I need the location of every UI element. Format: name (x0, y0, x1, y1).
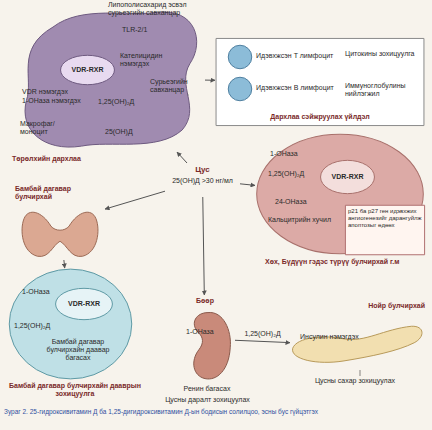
immune-box-shape (216, 38, 424, 125)
parathyroid-cell-shape (9, 269, 132, 379)
cell-nucleus-shape (61, 55, 115, 84)
node-text: VDR-RXR (320, 173, 375, 181)
node-text: Идэвхжсэн T лимфоцит (256, 52, 336, 60)
diagram-label: Сурьеэгийн савханцар (150, 78, 200, 94)
kidney-organ-shape (194, 312, 231, 378)
effect-box: p21 ба p27 ген идэвхжих ангиогенезийг да… (345, 205, 425, 255)
lymphocyte-cell: Идэвхжсэн T лимфоцит (228, 45, 252, 69)
cell-nucleus-shape (56, 288, 113, 319)
diagram-label: 1,25(OH)₂Д (98, 98, 143, 106)
node-text: Нойр булчирхай (320, 302, 425, 310)
node-text: Макрофаг/ моноцит (20, 120, 80, 136)
node-text: Хөх, Бүдүүн гэдэс түрүү булчирхай г.м (265, 258, 425, 266)
diagram-label: Ренин багасах (176, 385, 238, 393)
connector-arrow (63, 260, 65, 268)
lymphocyte-cell-outline (228, 77, 252, 101)
diagram-label: TLR-2/1 (122, 26, 162, 34)
parathyroid-gland-shape (22, 212, 98, 256)
node-text: Бөөр (175, 297, 235, 305)
diagram-label: 24-ОНаза (275, 198, 315, 206)
diagram-label: Кателицидин нэмэгдэх (120, 52, 175, 68)
lymphocyte-cell-shape (228, 77, 252, 101)
edge-label: 1,25(OH)₂Д (233, 330, 293, 338)
connector-arrow (240, 184, 255, 186)
blood-node: Цус 25(OH)Д >30 нг/мл (165, 163, 240, 197)
node-text: VDR-RXR (55, 300, 113, 308)
node-text: p21 ба p27 ген идэвхжих ангиогенезийг да… (348, 208, 422, 229)
diagram-label: 1-ОНаза (270, 150, 310, 158)
diagram-label: 1-ОНаза (22, 288, 57, 296)
diagram-label: 1-ОНаза нэмэгдэх (22, 97, 82, 105)
diagram-label: 1,25(OH)₂Д (14, 322, 59, 330)
kidney-organ-outline (175, 295, 235, 383)
diagram-label: Төрөлхийн дархлаа (12, 155, 102, 163)
connector-arrow (105, 191, 165, 209)
parathyroid-gland: Бамбай дагавар булчирхай (15, 185, 105, 260)
connector-arrow (203, 197, 205, 295)
diagram-label: Липополисахарид эсвэл сурьеэгийн савханц… (108, 1, 208, 17)
pancreas-organ: Нойр булчирхай (290, 318, 425, 373)
effect-box-shape (345, 205, 424, 255)
lymphocyte-cell-shape (228, 45, 252, 69)
pancreas-organ-outline (290, 318, 425, 373)
diagram-label: Цусны сахар зохицуулах (300, 377, 410, 385)
connector-arrow (177, 152, 187, 163)
figure-caption: Зураг 2. 25-гидроксивитамин Д ба 1,25-ди… (4, 408, 428, 415)
diagram-label: Инсулин нэмэгдэх (300, 333, 370, 341)
diagram-label: 25(OH)Д (105, 128, 150, 136)
diagram-label: 1-ОНаза (186, 328, 226, 336)
kidney-organ: Бөөр (175, 295, 235, 383)
node-text: Бамбай дагавар булчирхай (15, 185, 105, 201)
node-text: Идэвхжсэн B лимфоцит (256, 84, 336, 92)
diagram-label: Кальцитрийн хучил (268, 216, 338, 224)
diagram-label: Цусны даралт зохицуулах (160, 396, 255, 404)
connector-arrow (205, 80, 215, 81)
cell-nucleus-shape (321, 160, 375, 193)
node-text: Цус (165, 165, 240, 174)
pancreas-organ-shape (293, 326, 422, 362)
cell-nucleus: VDR-RXR (60, 55, 115, 85)
node-text: VDR-RXR (60, 66, 115, 74)
node-text: 25(OH)Д >30 нг/мл (165, 177, 240, 185)
connector-arrow (235, 340, 290, 342)
node-text: Дархлаа сэйжруулах үйлдэл (215, 113, 425, 121)
diagram-label: 1,25(OH)₂Д (268, 170, 316, 178)
lymphocyte-cell: Идэвхжсэн B лимфоцит (228, 77, 252, 101)
cell-nucleus: VDR-RXR (55, 288, 113, 320)
diagram-label: Цитокины зохицуулга (345, 50, 423, 58)
diagram-label: VDR нэмэгдэх (22, 88, 82, 96)
diagram-label: Бамбай дагавар булчирхайн даавар багасах (38, 338, 118, 362)
node-text: Бамбай дагавар булчирхайн дааврын зохицу… (5, 382, 145, 398)
diagram-label: Иммуноглобулины нийлэгжил (345, 82, 423, 98)
leader-line (360, 370, 361, 376)
cell-nucleus: VDR-RXR (320, 160, 375, 194)
lymphocyte-cell-outline (228, 45, 252, 69)
